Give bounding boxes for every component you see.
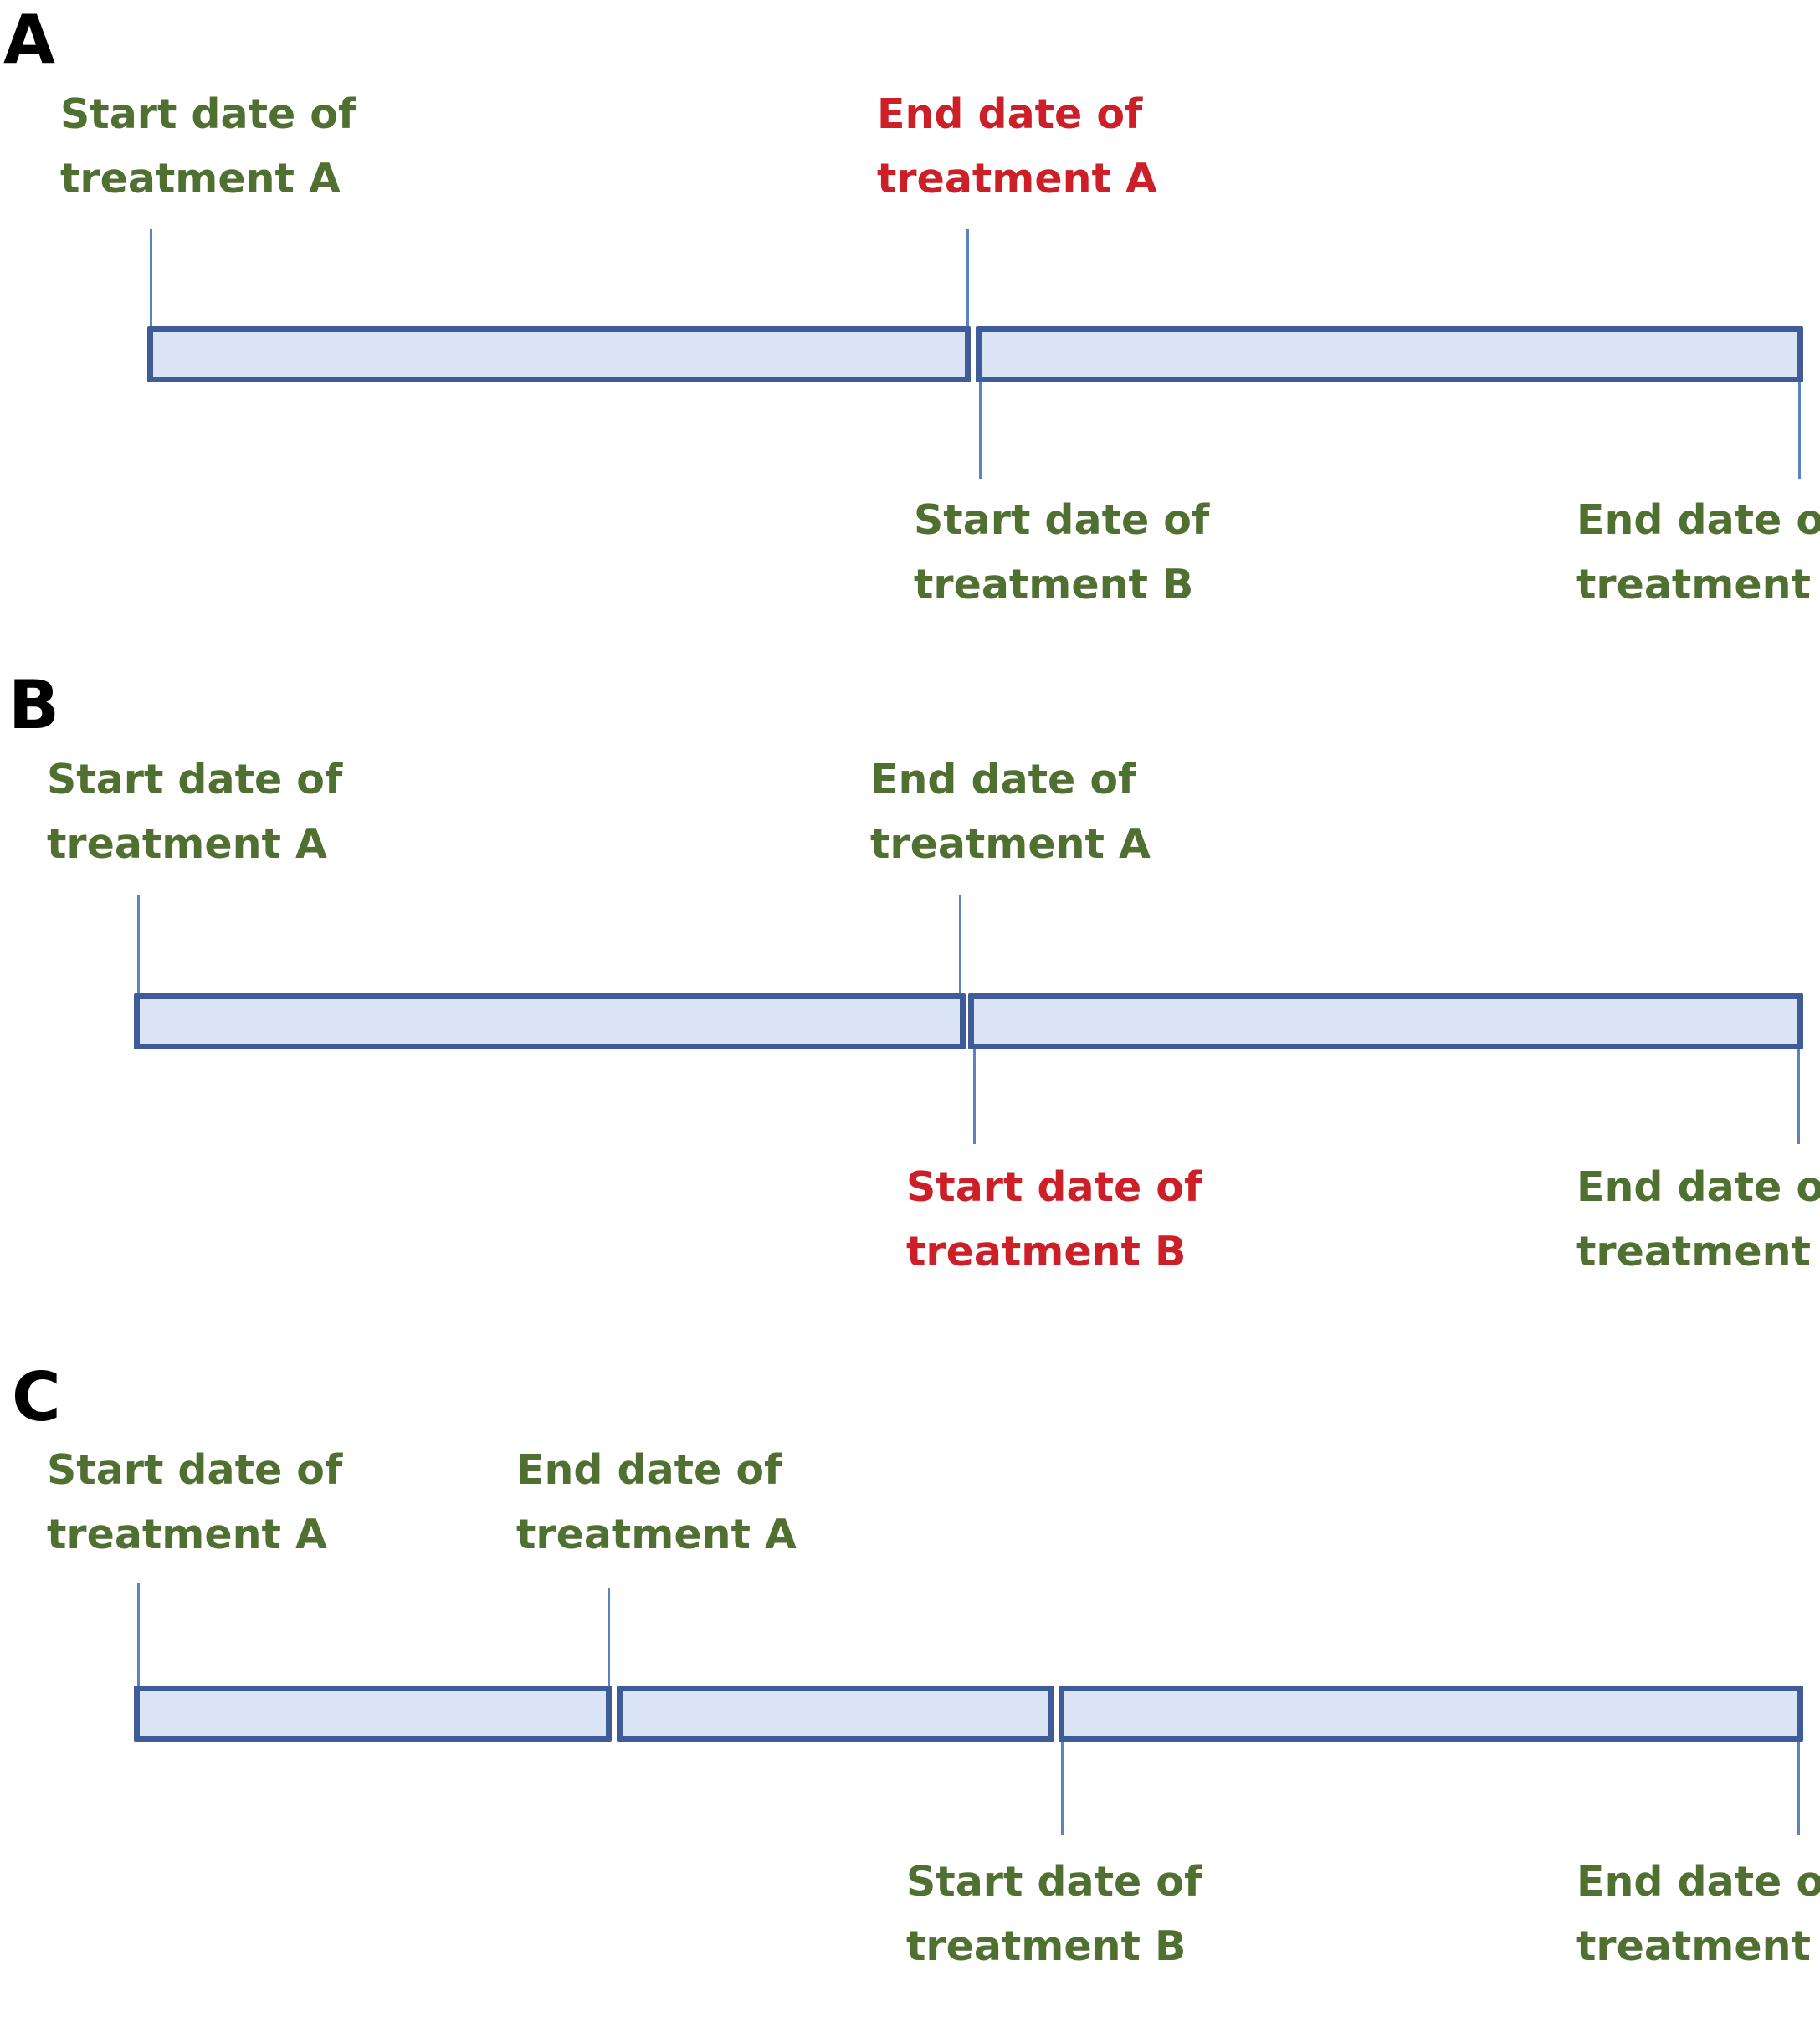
- label-line: treatment A: [60, 155, 341, 203]
- label-line: treatment B: [1576, 1922, 1820, 1970]
- tick-end-b: [1797, 1742, 1800, 1835]
- panel-a: A Start date of treatment A End date of …: [0, 0, 1820, 670]
- tick-end-a: [608, 1588, 610, 1687]
- label-line: treatment B: [1576, 561, 1820, 608]
- label-end-a: End date of treatment A: [870, 747, 1151, 876]
- label-line: treatment B: [906, 1922, 1187, 1970]
- label-line: treatment A: [870, 820, 1151, 868]
- panel-letter: C: [12, 1358, 61, 1436]
- tick-start-b: [1061, 1742, 1064, 1835]
- label-line: treatment B: [1576, 1228, 1820, 1275]
- tick-end-b: [1797, 1049, 1800, 1144]
- label-line: End date of: [877, 90, 1143, 138]
- label-start-a: Start date of treatment A: [60, 82, 356, 211]
- bar-treatment-b: [976, 326, 1803, 382]
- label-line: Start date of: [47, 1446, 343, 1494]
- label-line: treatment B: [906, 1228, 1187, 1275]
- tick-start-a: [150, 229, 152, 328]
- tick-end-a: [959, 895, 961, 993]
- label-end-b: End date of treatment B: [1576, 1850, 1820, 1978]
- bar-treatment-a: [134, 1686, 612, 1742]
- label-line: End date of: [1576, 496, 1820, 544]
- label-line: Start date of: [906, 1163, 1202, 1211]
- label-line: End date of: [870, 756, 1136, 803]
- label-line: End date of: [1576, 1858, 1820, 1906]
- label-end-b: End date of treatment B: [1576, 488, 1820, 617]
- label-start-a: Start date of treatment A: [47, 1438, 342, 1567]
- label-line: End date of: [516, 1446, 782, 1494]
- label-start-b: Start date of treatment B: [914, 488, 1209, 617]
- tick-start-a: [137, 895, 140, 993]
- label-line: treatment A: [516, 1511, 797, 1558]
- panel-letter: A: [3, 1, 55, 79]
- panel-b: B Start date of treatment A End date of …: [0, 665, 1820, 1335]
- label-start-b: Start date of treatment B: [906, 1850, 1202, 1978]
- bar-treatment-a: [134, 993, 966, 1049]
- label-end-a: End date of treatment A: [877, 82, 1157, 211]
- label-line: End date of: [1576, 1163, 1820, 1211]
- tick-start-a: [137, 1583, 140, 1687]
- bar-treatment-b: [968, 993, 1803, 1049]
- tick-start-b: [979, 382, 982, 479]
- label-line: Start date of: [47, 756, 343, 803]
- label-line: Start date of: [906, 1858, 1202, 1906]
- label-line: treatment B: [914, 561, 1194, 608]
- label-line: Start date of: [914, 496, 1210, 544]
- label-end-b: End date of treatment B: [1576, 1155, 1820, 1284]
- panel-letter: B: [8, 666, 59, 744]
- tick-start-b: [973, 1049, 976, 1144]
- label-line: treatment A: [877, 155, 1157, 203]
- label-line: treatment A: [47, 1511, 327, 1558]
- bar-treatment-b: [1059, 1686, 1803, 1742]
- tick-end-a: [966, 229, 969, 328]
- label-line: Start date of: [60, 90, 356, 138]
- bar-treatment-a: [147, 326, 971, 382]
- tick-end-b: [1798, 382, 1801, 479]
- bar-gap: [617, 1686, 1054, 1742]
- panel-c: C Start date of treatment A End date of …: [0, 1357, 1820, 2027]
- label-start-a: Start date of treatment A: [47, 747, 342, 876]
- label-start-b: Start date of treatment B: [906, 1155, 1202, 1284]
- label-end-a: End date of treatment A: [516, 1438, 797, 1567]
- label-line: treatment A: [47, 820, 327, 868]
